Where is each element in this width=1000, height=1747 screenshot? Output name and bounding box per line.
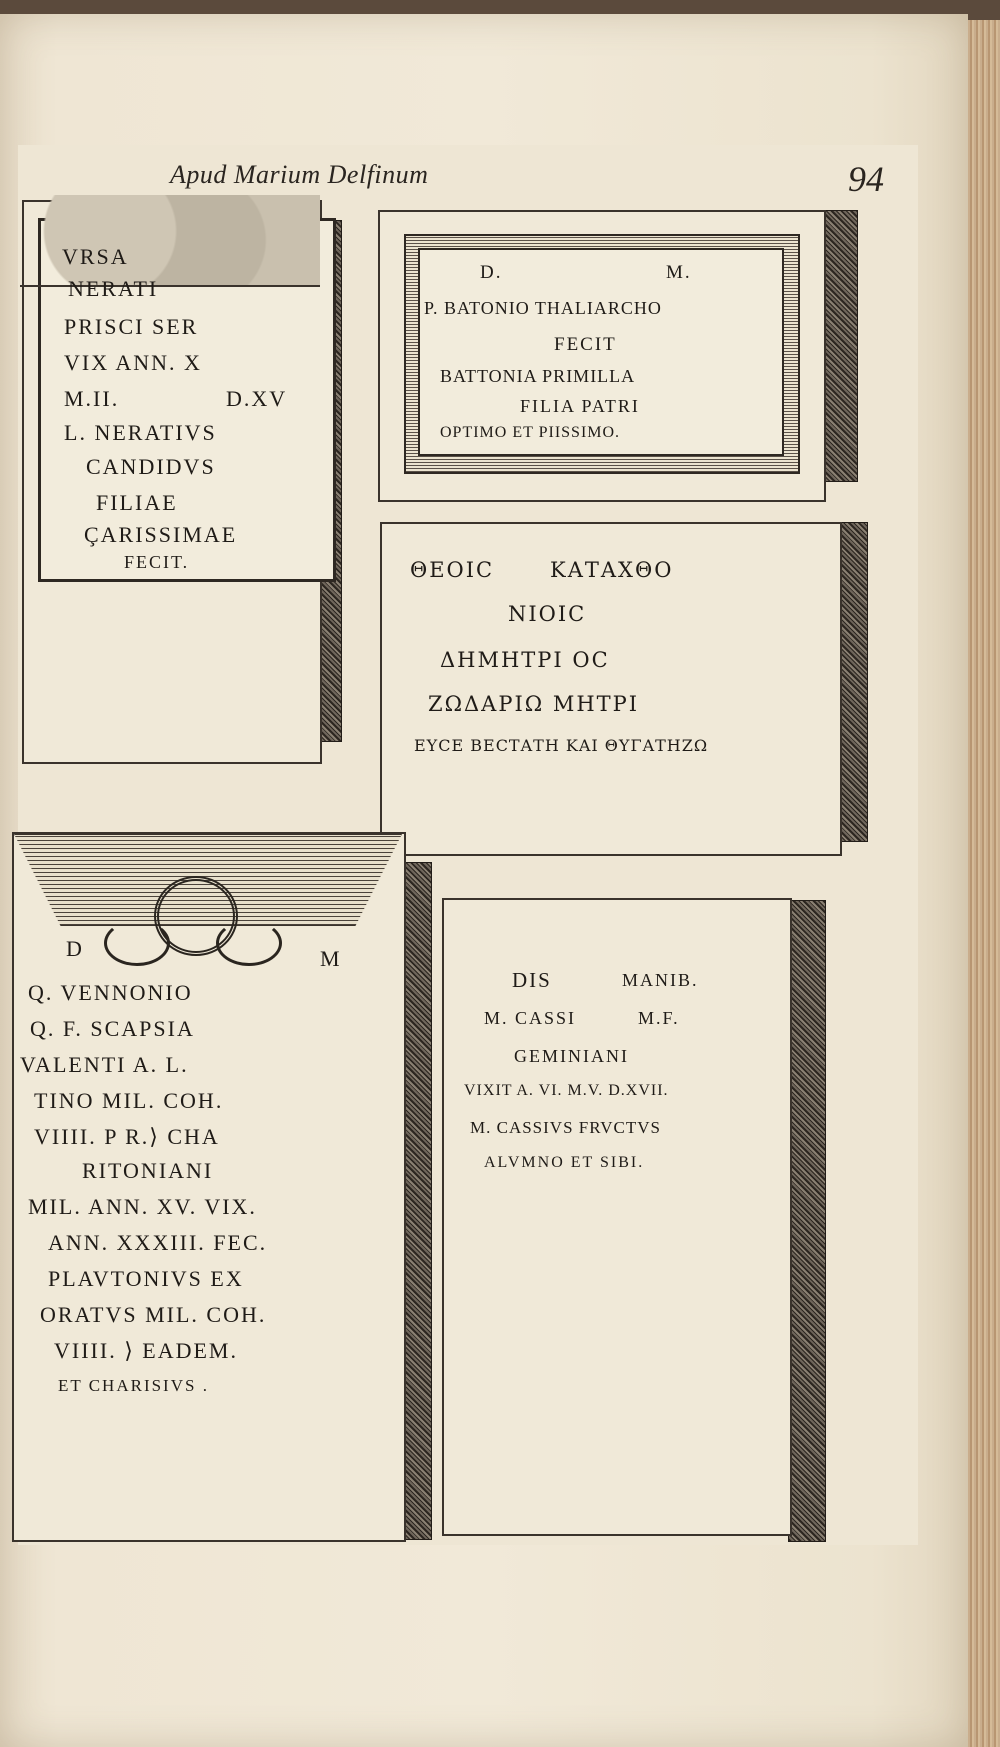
inscription-text: D M Q. VENNONIO Q. F. SCAPSIA VALENTI A.… (14, 936, 404, 1416)
inscription-line: M. (666, 262, 692, 283)
inscription-line: PLAVTONIVS EX (48, 1266, 244, 1291)
inscription-line: VIXIT A. VI. M.V. D.XVII. (464, 1082, 669, 1099)
inscription-line: DIS (512, 968, 552, 992)
inscription-line: Q. VENNONIO (28, 980, 193, 1005)
inscription-panel (418, 248, 784, 456)
stone-face (380, 522, 842, 856)
inscription-text: ΘΕΟΙϹ ΚΑΤΑΧΘΟ ΝΙΟΙϹ ΔΗΜΗΤΡΙ ΟϹ ΖΩΔΑΡΙΩ Μ… (400, 556, 830, 776)
inscription-line: ΔΗΜΗΤΡΙ ΟϹ (440, 648, 610, 672)
inscription-line: D (66, 936, 84, 961)
inscription-line: FILIA PATRI (520, 396, 640, 416)
inscription-line: FILIAE (96, 490, 178, 515)
inscription-line: M. CASSI (484, 1008, 577, 1028)
inscription-line: M.II. (64, 386, 120, 411)
inscription-line: VRSA (62, 244, 129, 269)
inscription-line: ΕΥϹΕ ΒΕϹΤΑΤΗ ΚΑΙ ΘΥΓΑΤΗΖΩ (414, 736, 709, 755)
inscription-line: ΝΙΟΙϹ (508, 602, 587, 626)
scroll-ornament-right (216, 920, 282, 966)
inscription-line: VIIII. P R.⟩ CHA (34, 1124, 220, 1149)
inscription-line: OPTIMO ET PIISSIMO. (440, 424, 621, 441)
inscription-line: FECIT (554, 334, 617, 355)
inscription-line: M (320, 946, 342, 971)
inscription-line: L. NERATIVS (64, 420, 217, 445)
cloud-ornament (20, 195, 320, 287)
inscription-line: D. (480, 262, 503, 283)
laurel-wreath-icon (154, 876, 238, 956)
stone-side-hatching (822, 210, 858, 482)
inscription-line: D.XV (226, 386, 288, 411)
stone-side-hatching (838, 522, 868, 842)
inscription-line: TINO MIL. COH. (34, 1088, 224, 1113)
inscription-line: M.F. (638, 1008, 680, 1028)
inscription-line: FECIT. (124, 552, 190, 572)
inscription-line: GEMINIANI (514, 1046, 629, 1066)
inscription-line: P. BATONIO THALIARCHO (424, 298, 662, 318)
inscription-line: NERATI (68, 276, 159, 301)
inscription-line: CANDIDVS (86, 454, 216, 479)
page-edge (968, 20, 1000, 1747)
inscription-line: ÇARISSIMAE (84, 522, 238, 547)
page-number: 94 (848, 159, 884, 199)
scroll-ornament-left (104, 920, 170, 966)
inscription-line: Q. F. SCAPSIA (30, 1016, 195, 1041)
inscription-line: ORATVS MIL. COH. (40, 1302, 267, 1327)
inscription-line: ALVMNO ET SIBI. (484, 1154, 645, 1171)
inscription-line: RITONIANI (82, 1158, 214, 1183)
inscription-line: PRISCI SER (64, 314, 199, 339)
stone-face (442, 898, 792, 1536)
inscription-line: ΘΕΟΙϹ (410, 558, 495, 582)
inscription-line: VIX ANN. X (64, 350, 202, 375)
inscription-text: VRSA NERATI PRISCI SER VIX ANN. X M.II. … (40, 240, 330, 572)
inscription-line: VIIII. ⟩ EADEM. (54, 1338, 238, 1363)
inscription-line: VALENTI A. L. (20, 1052, 189, 1077)
running-head: Apud Marium Delfinum (170, 160, 429, 189)
inscription-text: DIS MANIB. M. CASSI M.F. GEMINIANI VIXIT… (460, 968, 790, 1188)
inscription-line: ET CHARISIVS . (58, 1376, 209, 1395)
inscription-line: ANN. XXXIII. FEC. (48, 1230, 268, 1255)
inscription-line: MIL. ANN. XV. VIX. (28, 1194, 257, 1219)
inscription-text: D. M. P. BATONIO THALIARCHO FECIT BATTON… (420, 258, 780, 448)
inscription-line: M. CASSIVS FRVCTVS (470, 1118, 661, 1137)
inscription-line: BATTONIA PRIMILLA (440, 366, 636, 386)
inscription-line: ΚΑΤΑΧΘΟ (550, 558, 674, 582)
stone-side-hatching (788, 900, 826, 1542)
stone-side-hatching (402, 862, 432, 1540)
inscription-line: ΖΩΔΑΡΙΩ ΜΗΤΡΙ (428, 692, 640, 716)
inscription-line: MANIB. (622, 970, 699, 990)
